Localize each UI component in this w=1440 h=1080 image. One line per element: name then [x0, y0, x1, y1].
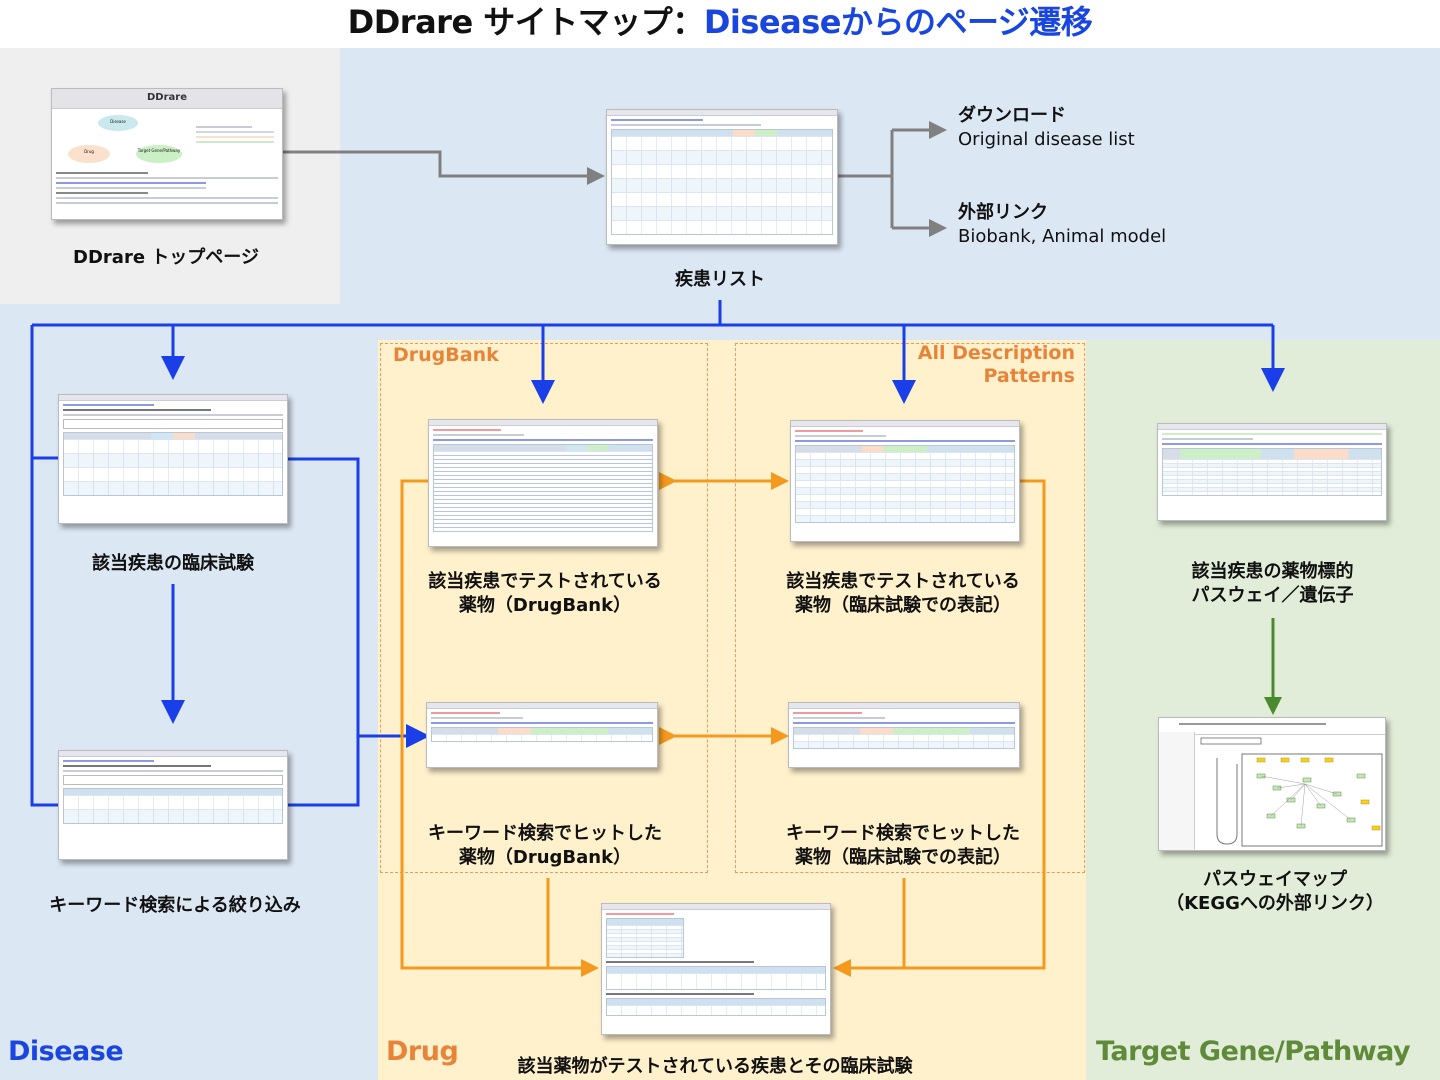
pathway-map-caption-line2: （KEGGへの外部リンク）	[1166, 893, 1384, 914]
keyword-alldesc-thumbnail[interactable]	[788, 702, 1020, 768]
drugs-alldesc-caption: 該当疾患でテストされている 薬物（臨床試験での表記）	[758, 570, 1048, 618]
thumb-node-drug: Drug	[68, 145, 110, 163]
drugs-alldesc-thumbnail[interactable]	[790, 420, 1020, 542]
download-block[interactable]: ダウンロード Original disease list	[958, 104, 1135, 152]
external-link-block[interactable]: 外部リンク Biobank, Animal model	[958, 201, 1166, 249]
clinical-trials-thumbnail[interactable]	[58, 394, 288, 524]
top-page-thumb-title: DDrare	[147, 92, 187, 103]
drugs-alldesc-caption-line2: 薬物（臨床試験での表記）	[795, 595, 1011, 616]
pathway-diagram	[1200, 737, 1383, 847]
keyword-drugbank-caption-line1: キーワード検索でヒットした	[428, 823, 662, 844]
drugs-drugbank-caption-line2: 薬物（DrugBank）	[458, 595, 632, 616]
keyword-filter-caption: キーワード検索による絞り込み	[49, 895, 301, 916]
target-region-label: Target Gene/Pathway	[1096, 1036, 1411, 1067]
drug-disease-trials-thumbnail[interactable]	[601, 903, 831, 1035]
keyword-alldesc-caption: キーワード検索でヒットした 薬物（臨床試験での表記）	[758, 822, 1048, 870]
pathway-map-caption-line1: パスウェイマップ	[1203, 869, 1347, 890]
disease-region-label: Disease	[8, 1036, 124, 1067]
keyword-drugbank-caption-line2: 薬物（DrugBank）	[458, 847, 632, 868]
external-link-heading: 外部リンク	[958, 202, 1048, 223]
drug-region-label: Drug	[386, 1036, 459, 1067]
title-accent: Diseaseからのページ遷移	[703, 3, 1093, 41]
external-link-detail: Biobank, Animal model	[958, 226, 1167, 247]
keyword-alldesc-caption-line2: 薬物（臨床試験での表記）	[795, 847, 1011, 868]
drugs-drugbank-thumbnail[interactable]	[428, 419, 658, 547]
keyword-alldesc-caption-line1: キーワード検索でヒットした	[786, 823, 1020, 844]
page-title: DDrare サイトマップ：Diseaseからのページ遷移	[0, 0, 1440, 48]
drug-disease-trials-caption: 該当薬物がテストされている疾患とその臨床試験	[517, 1056, 913, 1077]
target-pathway-thumbnail[interactable]	[1157, 423, 1387, 521]
download-heading: ダウンロード	[958, 105, 1066, 126]
drugbank-section-label: DrugBank	[393, 344, 499, 366]
pathway-map-caption: パスウェイマップ （KEGGへの外部リンク）	[1140, 868, 1410, 916]
top-page-caption: DDrare トップページ	[73, 247, 259, 268]
disease-list-caption: 疾患リスト	[675, 269, 765, 290]
disease-list-thumbnail[interactable]	[606, 109, 838, 245]
drugs-drugbank-caption: 該当疾患でテストされている 薬物（DrugBank）	[400, 570, 690, 618]
target-pathway-caption: 該当疾患の薬物標的 パスウェイ／遺伝子	[1130, 560, 1415, 608]
download-detail: Original disease list	[958, 129, 1135, 150]
top-page-thumbnail[interactable]: DDrare Disease Drug Target Gene/Pathway	[51, 88, 283, 220]
thumb-node-disease: Disease	[98, 115, 138, 131]
keyword-filter-thumbnail[interactable]	[58, 750, 288, 860]
title-main: DDrare サイトマップ：	[347, 3, 705, 41]
pathway-map-thumbnail[interactable]	[1158, 717, 1386, 851]
drugs-drugbank-caption-line1: 該当疾患でテストされている	[428, 571, 662, 592]
keyword-drugbank-caption: キーワード検索でヒットした 薬物（DrugBank）	[400, 822, 690, 870]
target-pathway-caption-line1: 該当疾患の薬物標的	[1191, 561, 1354, 582]
thumb-node-target: Target Gene/Pathway	[136, 145, 182, 163]
target-pathway-caption-line2: パスウェイ／遺伝子	[1191, 585, 1354, 606]
keyword-drugbank-thumbnail[interactable]	[426, 702, 658, 768]
clinical-trials-caption: 該当疾患の臨床試験	[92, 553, 254, 574]
drugs-alldesc-caption-line1: 該当疾患でテストされている	[786, 571, 1020, 592]
all-description-section-label: All Description Patterns	[917, 342, 1075, 387]
